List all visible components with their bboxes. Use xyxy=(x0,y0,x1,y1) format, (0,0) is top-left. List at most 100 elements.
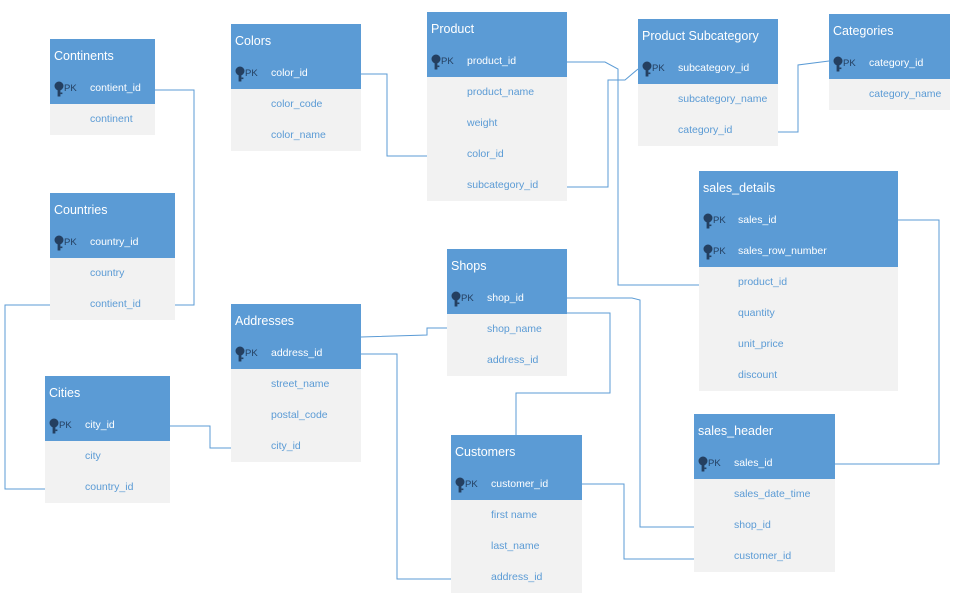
field-row[interactable]: category_id xyxy=(638,115,778,146)
entity-title: Shops xyxy=(447,249,567,283)
pk-label: PK xyxy=(441,56,454,67)
link-product-subcategory xyxy=(567,68,639,188)
field-row[interactable]: city xyxy=(45,441,170,472)
field-row[interactable]: contient_id xyxy=(50,289,175,320)
entity-title: sales_details xyxy=(699,171,898,205)
field-row[interactable]: last_name xyxy=(451,531,582,562)
field-row[interactable]: product_id xyxy=(699,267,898,298)
key-icon xyxy=(235,346,245,362)
field-name: customer_id xyxy=(734,550,792,562)
field-name: postal_code xyxy=(271,409,328,421)
field-row[interactable]: country xyxy=(50,258,175,289)
entity-title: Customers xyxy=(451,435,582,469)
entity-title: Countries xyxy=(50,193,175,227)
field-row[interactable]: shop_name xyxy=(447,314,567,345)
pk-label: PK xyxy=(713,215,726,226)
field-row[interactable]: product_name xyxy=(427,77,567,108)
pk-label: PK xyxy=(708,458,721,469)
field-row[interactable]: continent xyxy=(50,104,155,135)
field-name: discount xyxy=(738,369,778,381)
pk-label: PK xyxy=(59,420,72,431)
field-row[interactable]: weight xyxy=(427,108,567,139)
link-product-colors xyxy=(361,73,427,157)
field-row[interactable]: country_id xyxy=(45,472,170,503)
field-name: street_name xyxy=(271,378,330,390)
field-name: subcategory_name xyxy=(678,93,768,105)
field-name: color_name xyxy=(271,129,326,141)
field-row[interactable]: address_id xyxy=(447,345,567,376)
field-row[interactable]: street_name xyxy=(231,369,361,400)
field-name: city_id xyxy=(271,440,301,452)
key-icon xyxy=(451,291,461,307)
field-row[interactable]: color_code xyxy=(231,89,361,120)
field-row[interactable]: customer_id xyxy=(694,541,835,572)
field-name: product_id xyxy=(467,55,517,67)
link-cities-countries xyxy=(4,304,50,490)
field-row[interactable]: quantity xyxy=(699,298,898,329)
link-countries-continents xyxy=(155,89,195,306)
primary-key-row[interactable]: PK subcategory_id xyxy=(638,53,778,84)
primary-key-row[interactable]: PK product_id xyxy=(427,46,567,77)
pk-label: PK xyxy=(652,63,665,74)
link-salesdetails-salesheader xyxy=(835,219,940,465)
link-salesdetails-product xyxy=(567,61,699,286)
link-shops-customers xyxy=(515,312,611,435)
field-name: country_id xyxy=(90,236,139,248)
field-row[interactable]: first name xyxy=(451,500,582,531)
field-row[interactable]: color_id xyxy=(427,139,567,170)
entity-title: Categories xyxy=(829,14,950,48)
entity-title: Product Subcategory xyxy=(638,19,778,53)
field-row[interactable]: subcategory_name xyxy=(638,84,778,115)
field-name: first name xyxy=(491,509,538,521)
link-subcategory-categories xyxy=(778,60,830,133)
link-addresses-cities xyxy=(170,425,231,449)
field-row[interactable]: color_name xyxy=(231,120,361,151)
field-row[interactable]: category_name xyxy=(829,79,950,110)
link-customers-addresses xyxy=(361,353,451,580)
field-row[interactable]: discount xyxy=(699,360,898,391)
field-row[interactable]: shop_id xyxy=(694,510,835,541)
key-icon xyxy=(703,213,713,229)
field-name: subcategory_id xyxy=(678,62,750,74)
pk-label: PK xyxy=(64,83,77,94)
field-name: color_id xyxy=(271,67,308,79)
field-row[interactable]: subcategory_id xyxy=(427,170,567,201)
pk-label: PK xyxy=(461,293,474,304)
key-icon xyxy=(431,54,441,70)
field-row[interactable]: unit_price xyxy=(699,329,898,360)
field-name: quantity xyxy=(738,307,775,319)
field-name: sales_row_number xyxy=(738,245,827,257)
field-name: sales_date_time xyxy=(734,488,811,500)
key-icon xyxy=(455,477,465,493)
field-name: city xyxy=(85,450,101,462)
key-icon xyxy=(54,81,64,97)
field-row[interactable]: sales_date_time xyxy=(694,479,835,510)
entity-title: Continents xyxy=(50,39,155,73)
field-row[interactable]: city_id xyxy=(231,431,361,462)
field-row[interactable]: address_id xyxy=(451,562,582,593)
field-row[interactable]: postal_code xyxy=(231,400,361,431)
